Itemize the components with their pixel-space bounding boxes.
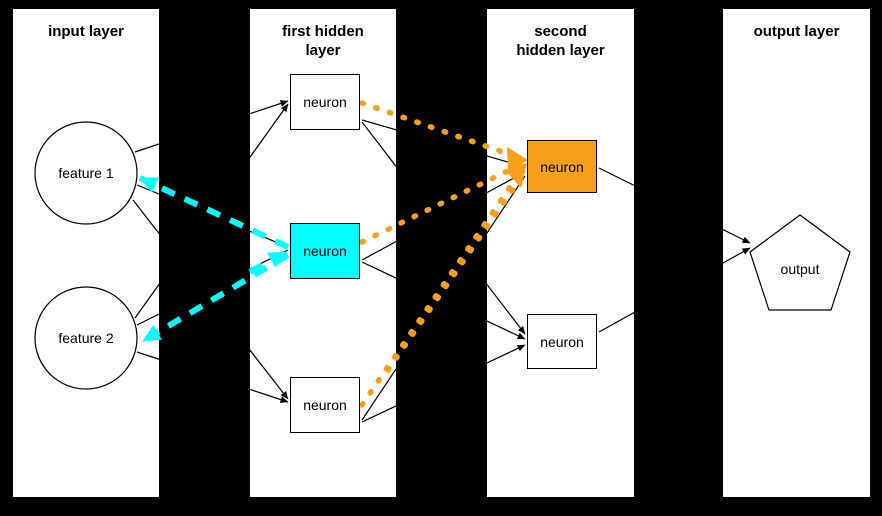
- hidden1-neuron-top[interactable]: [290, 74, 360, 130]
- panel-title-input-layer: input layer: [48, 23, 124, 40]
- hidden2-neuron-bottom[interactable]: [527, 314, 597, 369]
- feature-2-circle[interactable]: [34, 286, 138, 390]
- hidden2-neuron-top[interactable]: [527, 140, 597, 193]
- feature-1-circle[interactable]: [34, 121, 138, 225]
- panel-title-second-hidden-layer: second hidden layer: [516, 23, 605, 59]
- panel-title-first-hidden-layer: first hidden layer: [282, 23, 364, 59]
- hidden1-neuron-bottom[interactable]: [290, 377, 360, 433]
- panel-second-hidden-layer: [487, 9, 634, 497]
- hidden1-neuron-middle[interactable]: [290, 223, 360, 279]
- output-pentagon[interactable]: [746, 211, 854, 317]
- panel-title-output-layer: output layer: [753, 23, 840, 40]
- panel-input-layer: [13, 9, 159, 497]
